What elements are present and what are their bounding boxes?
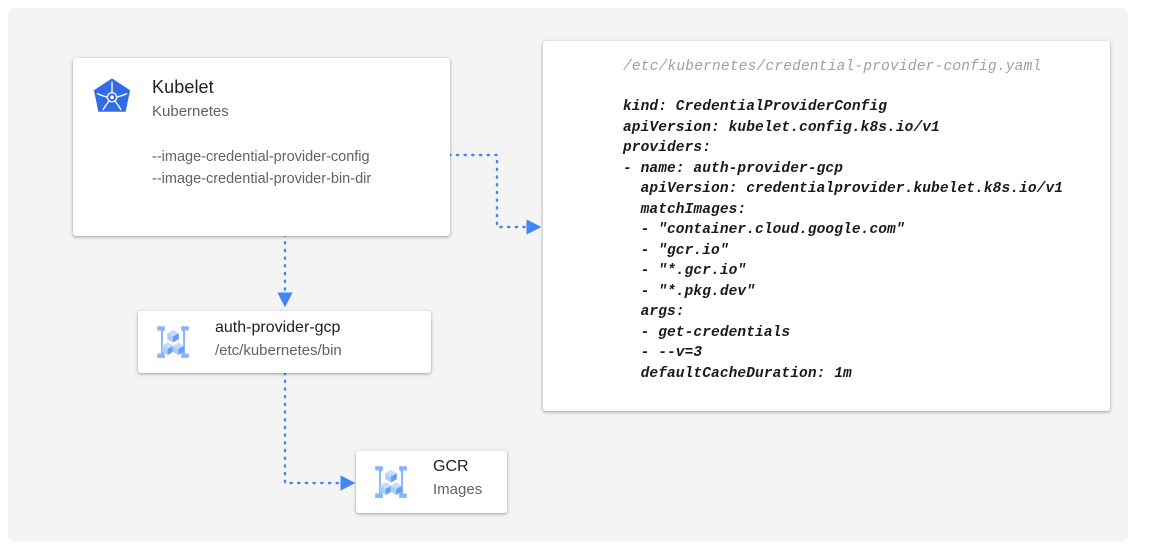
config-file-path: /etc/kubernetes/credential-provider-conf… — [623, 59, 1042, 75]
auth-provider-subtitle: /etc/kubernetes/bin — [215, 342, 342, 359]
kubelet-subtitle: Kubernetes — [152, 103, 229, 120]
kubernetes-logo-icon — [90, 77, 134, 121]
gcr-title: GCR — [433, 458, 469, 475]
config-yaml-content: kind: CredentialProviderConfig apiVersio… — [623, 99, 1064, 382]
kubelet-title: Kubelet — [152, 77, 214, 97]
credential-provider-config-panel[interactable]: /etc/kubernetes/credential-provider-conf… — [543, 41, 1110, 411]
kubelet-flag-config: --image-credential-provider-config — [152, 149, 370, 165]
gcr-subtitle: Images — [433, 481, 483, 498]
kubelet-flag-bin-dir: --image-credential-provider-bin-dir — [152, 171, 372, 187]
gcp-container-cubes-icon — [368, 459, 414, 505]
kubelet-card[interactable]: Kubelet Kubernetes --image-credential-pr… — [73, 58, 450, 236]
auth-provider-gcp-card[interactable]: auth-provider-gcp /etc/kubernetes/bin — [138, 311, 431, 373]
auth-provider-title: auth-provider-gcp — [215, 319, 341, 336]
gcp-container-cubes-icon — [150, 319, 196, 365]
gcr-card[interactable]: GCR Images — [356, 451, 507, 513]
